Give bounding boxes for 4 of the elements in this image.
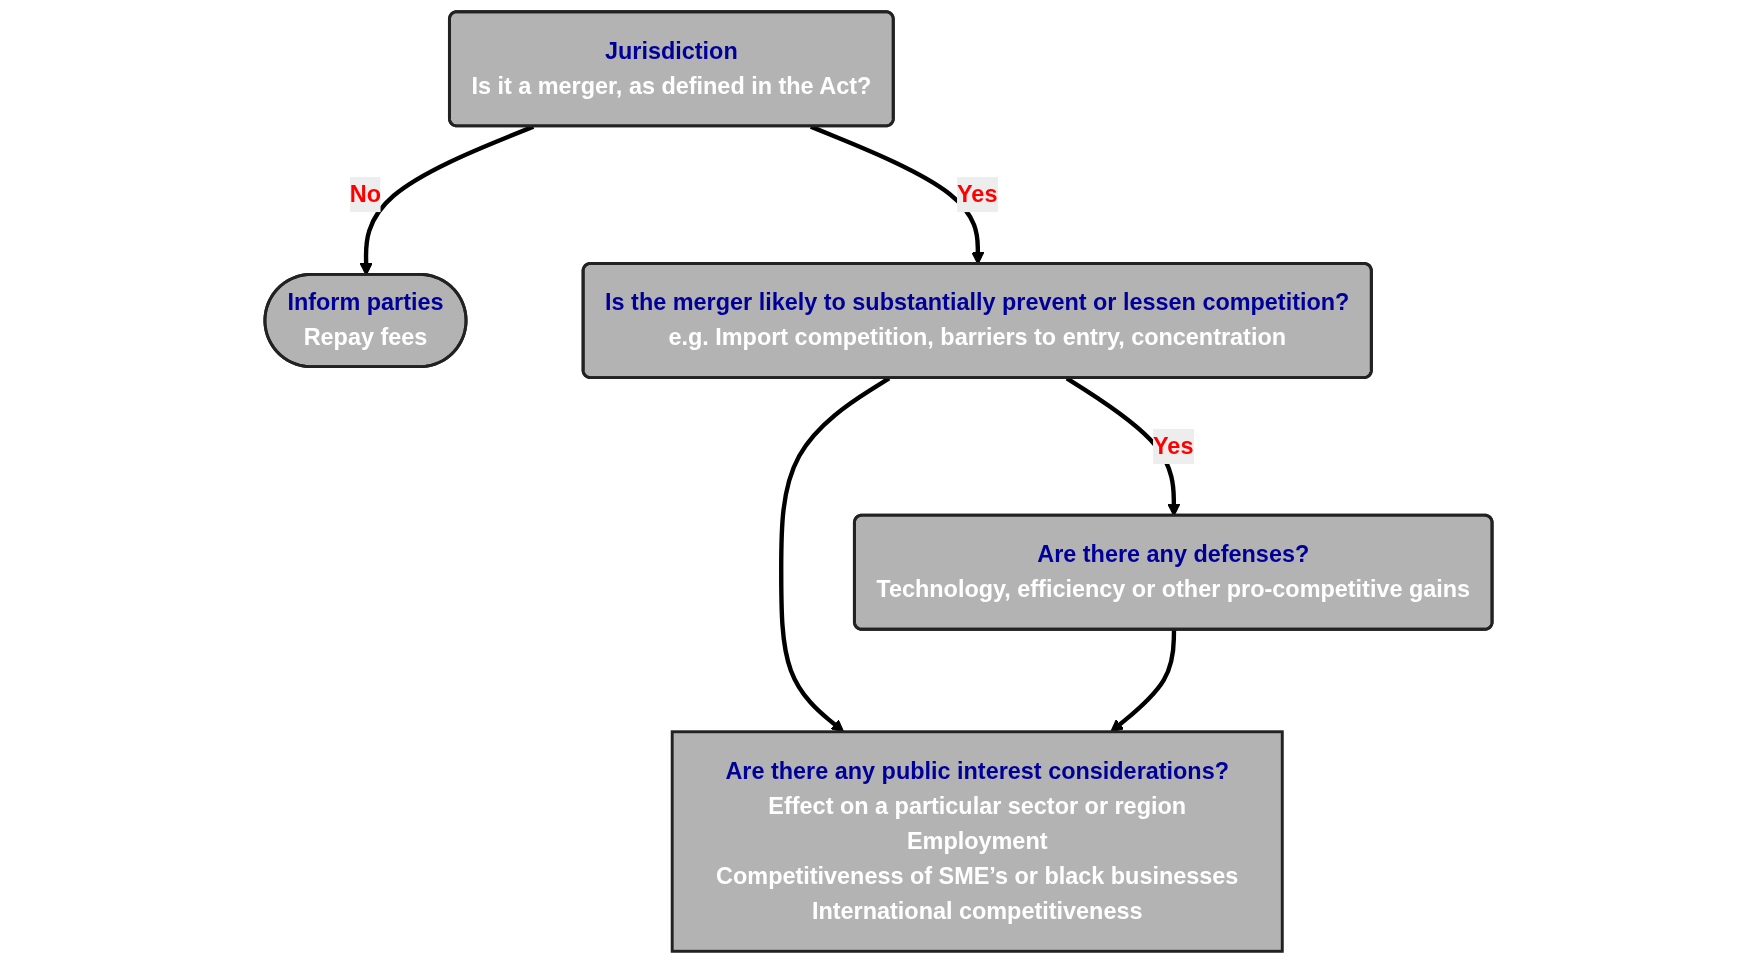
edge-label: Yes [957,181,998,207]
edge-label: No [349,181,382,207]
edge-label: Yes [1153,433,1194,459]
node-box: Are there any public interest considerations? Effect on a particular sector or region Employment Competitiveness of SME’s or black businesses International competitiveness [670,730,1284,953]
